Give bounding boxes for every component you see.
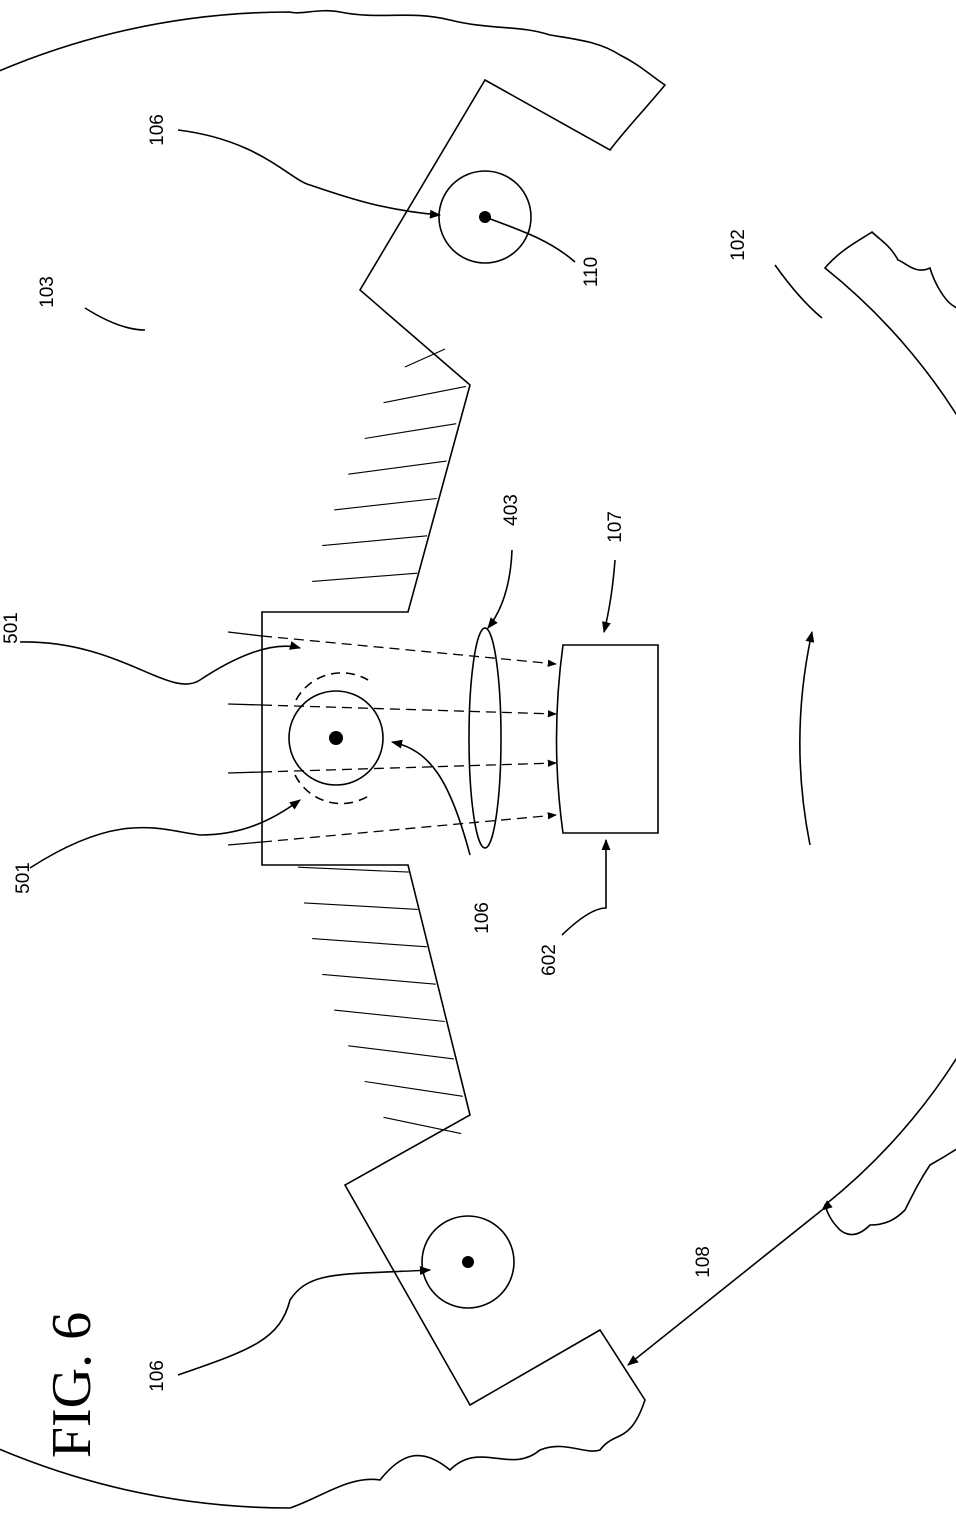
flux-line-2-solid [227, 703, 263, 706]
leader-602 [561, 838, 611, 936]
dashed-arc-bottom [294, 774, 371, 805]
stator-hatch-line [297, 866, 409, 873]
flux-line-4-solid [227, 841, 263, 846]
rotor-outline [823, 230, 956, 1236]
lens-ellipse [468, 627, 502, 849]
coil-bottom-center [462, 1256, 474, 1268]
leader-102 [774, 264, 823, 319]
stator-hatch-line [322, 535, 428, 547]
air-gap-arrow [627, 1200, 833, 1366]
stator-hatch-line [364, 1080, 463, 1097]
coil-mid [288, 690, 384, 786]
stator-hatch-line [312, 572, 418, 582]
flux-line-3-solid [227, 771, 263, 774]
leader-106-top [177, 129, 442, 219]
leader-106-mid [390, 739, 471, 856]
stator-hatch-line [404, 348, 446, 368]
figure-title: FIG. 6 [41, 1311, 104, 1459]
leader-501-bottom [29, 799, 301, 869]
leader-107 [602, 559, 616, 634]
stator-hatch-line [312, 938, 427, 948]
coil-mid-center [329, 731, 343, 745]
stator-hatch-line [304, 902, 418, 910]
leader-110 [484, 216, 576, 263]
stator-hatch-line [334, 497, 437, 511]
stator-hatch-line [383, 385, 467, 404]
sensor-block [555, 644, 659, 834]
stator-hatch-line [348, 1045, 454, 1060]
leader-501-top [19, 641, 302, 685]
flux-line-1-dashed [261, 635, 557, 667]
stator-hatch-line [334, 1009, 445, 1023]
stator-hatch-line [348, 460, 447, 475]
coil-top-center [479, 211, 491, 223]
leader-403 [487, 549, 513, 629]
flux-line-3-dashed [261, 759, 557, 773]
coil-bottom [421, 1215, 515, 1309]
leader-103 [84, 307, 146, 331]
stator-outline [0, 9, 667, 1509]
flux-line-4-dashed [261, 812, 557, 843]
flux-line-2-dashed [261, 704, 557, 718]
leader-106-bottom [177, 1266, 432, 1376]
stator-hatch-line [364, 423, 457, 440]
stator-hatch-line [322, 973, 436, 985]
flux-line-1-solid [227, 631, 263, 637]
stator-hatch-line [383, 1116, 462, 1135]
stator-hatching [297, 348, 467, 1135]
rotation-arrow [799, 630, 815, 846]
